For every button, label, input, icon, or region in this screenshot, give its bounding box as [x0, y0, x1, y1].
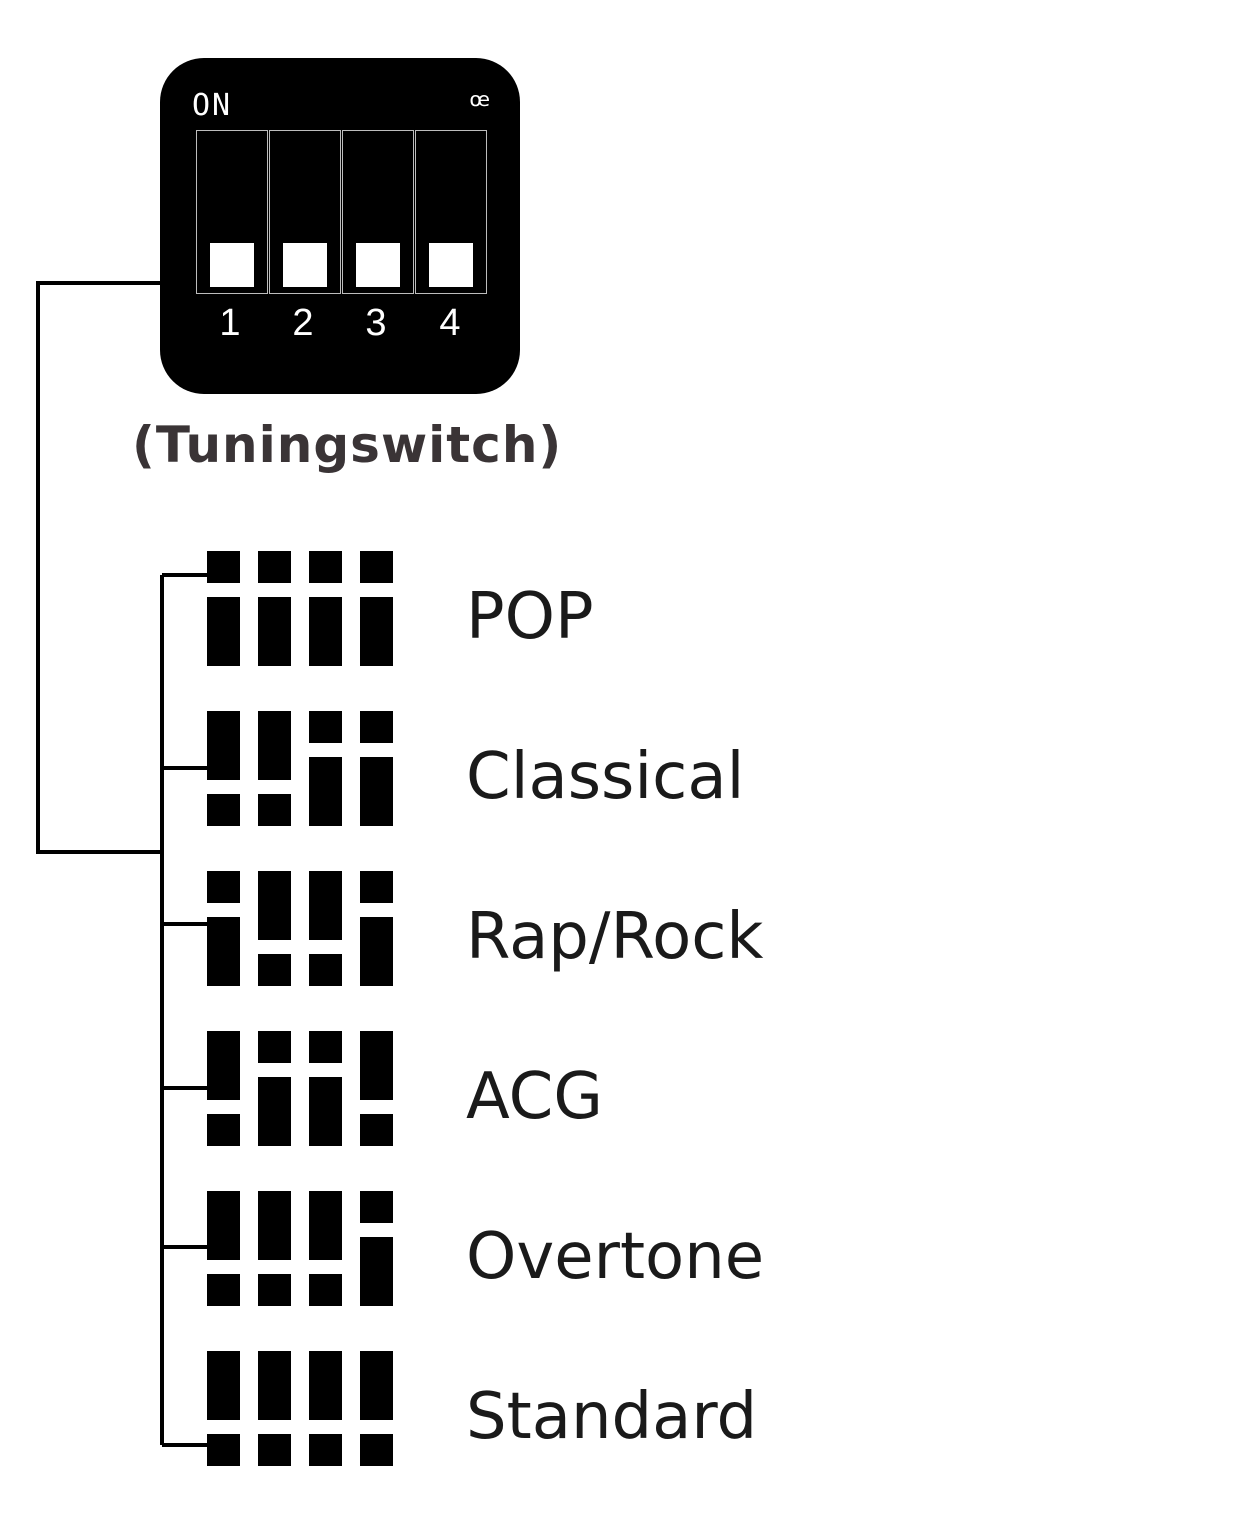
dip-number-2: 2	[292, 302, 314, 344]
mode-0-switch-4-block-2	[360, 597, 393, 666]
dip-knob-3[interactable]	[356, 243, 400, 287]
mode-4-switch-3-block-1	[309, 1191, 342, 1260]
mode-2-switch-4-block-2	[360, 917, 393, 986]
mode-0-switch-3-block-1	[309, 551, 342, 583]
mode-0-switch-2-block-2	[258, 597, 291, 666]
mode-label-standard: Standard	[466, 1380, 758, 1454]
mode-0-switch-1-block-2	[207, 597, 240, 666]
mode-5-switch-1-block-2	[207, 1434, 240, 1466]
mode-label-overtone: Overtone	[466, 1220, 765, 1294]
dip-slot-1[interactable]	[196, 130, 268, 294]
mode-4-switch-1-block-1	[207, 1191, 240, 1260]
mode-2-switch-2-block-2	[258, 954, 291, 986]
mode-4-switch-4-block-2	[360, 1237, 393, 1306]
mode-0-switch-4-block-1	[360, 551, 393, 583]
dip-knob-1[interactable]	[210, 243, 254, 287]
mode-0-switch-3-block-2	[309, 597, 342, 666]
mode-label-acg: ACG	[466, 1060, 603, 1134]
mode-1-switch-3-block-1	[309, 711, 342, 743]
mode-1-switch-1-block-1	[207, 711, 240, 780]
mode-0-switch-1-block-1	[207, 551, 240, 583]
dip-slot-3[interactable]	[342, 130, 414, 294]
mode-1-switch-2-block-1	[258, 711, 291, 780]
mode-3-switch-2-block-2	[258, 1077, 291, 1146]
mode-4-switch-2-block-1	[258, 1191, 291, 1260]
mode-2-switch-1-block-2	[207, 917, 240, 986]
mode-3-switch-3-block-2	[309, 1077, 342, 1146]
mode-5-switch-3-block-1	[309, 1351, 342, 1420]
mode-2-switch-1-block-1	[207, 871, 240, 903]
mode-2-switch-3-block-1	[309, 871, 342, 940]
mode-1-switch-3-block-2	[309, 757, 342, 826]
mode-3-switch-1-block-2	[207, 1114, 240, 1146]
mode-ticks	[162, 573, 207, 1447]
mode-5-switch-2-block-2	[258, 1434, 291, 1466]
mode-1-switch-4-block-2	[360, 757, 393, 826]
mode-4-switch-2-block-2	[258, 1274, 291, 1306]
mode-3-switch-1-block-1	[207, 1031, 240, 1100]
mode-4-switch-4-block-1	[360, 1191, 393, 1223]
dip-number-1: 1	[219, 302, 241, 344]
mode-label-pop: POP	[466, 580, 594, 654]
mode-0-switch-2-block-1	[258, 551, 291, 583]
dip-switch: ON ꟹ 1 2 3 4	[160, 58, 520, 394]
mode-3-switch-2-block-1	[258, 1031, 291, 1063]
mode-2-switch-3-block-2	[309, 954, 342, 986]
mode-5-switch-2-block-1	[258, 1351, 291, 1420]
mode-2-switch-2-block-1	[258, 871, 291, 940]
mode-5-switch-3-block-2	[309, 1434, 342, 1466]
dip-number-4: 4	[439, 302, 461, 344]
mode-5-switch-4-block-1	[360, 1351, 393, 1420]
mode-4-switch-1-block-2	[207, 1274, 240, 1306]
mode-3-switch-4-block-1	[360, 1031, 393, 1100]
mode-label-classical: Classical	[466, 740, 745, 814]
switch-caption: (Tuningswitch)	[132, 416, 563, 474]
dip-on-label: ON	[192, 88, 233, 123]
mode-5-switch-4-block-2	[360, 1434, 393, 1466]
dip-slot-2[interactable]	[269, 130, 341, 294]
mode-4-switch-3-block-2	[309, 1274, 342, 1306]
mode-1-switch-4-block-1	[360, 711, 393, 743]
brand-logo: ꟹ	[469, 86, 490, 126]
mode-3-switch-4-block-2	[360, 1114, 393, 1146]
main-connector-line	[36, 281, 175, 854]
mode-glyphs	[207, 551, 393, 1466]
mode-1-switch-1-block-2	[207, 794, 240, 826]
mode-3-switch-3-block-1	[309, 1031, 342, 1063]
dip-knob-4[interactable]	[429, 243, 473, 287]
mode-label-rap-rock: Rap/Rock	[466, 900, 764, 974]
dip-number-3: 3	[365, 302, 387, 344]
mode-2-switch-4-block-1	[360, 871, 393, 903]
mode-5-switch-1-block-1	[207, 1351, 240, 1420]
mode-1-switch-2-block-2	[258, 794, 291, 826]
dip-knob-2[interactable]	[283, 243, 327, 287]
dip-slot-4[interactable]	[415, 130, 487, 294]
